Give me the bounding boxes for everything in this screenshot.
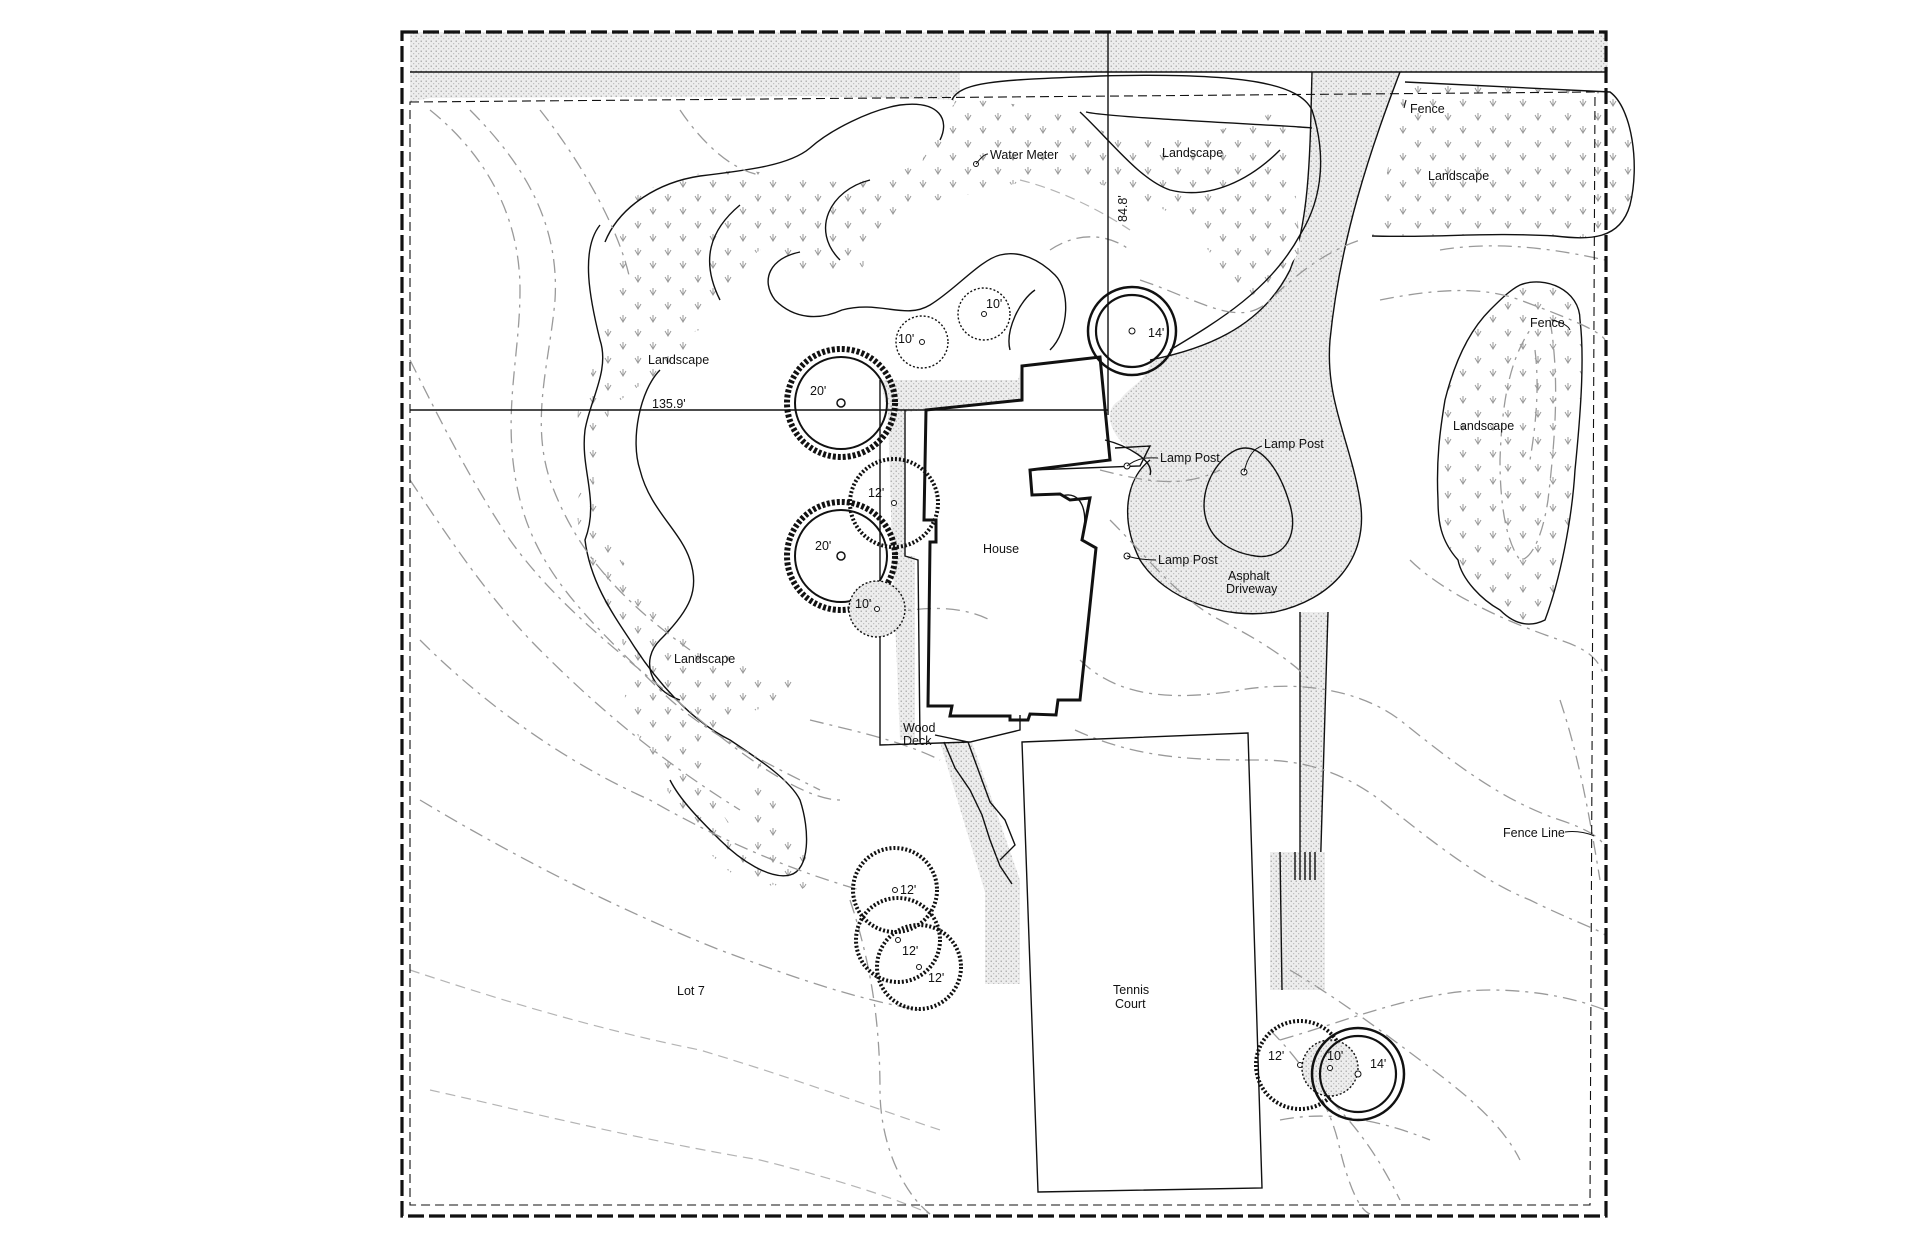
landscape-ne-bed: [1372, 82, 1635, 238]
tree-12ft-b: [851, 846, 939, 934]
tree-10ft-a: [957, 287, 1011, 341]
tree-20ft-b: [784, 499, 898, 613]
label-driveway: Driveway: [1226, 582, 1278, 596]
topographic-contours: [409, 109, 1606, 1215]
tree-label: 12': [868, 486, 884, 500]
tree-label: 12': [1268, 1049, 1284, 1063]
tree-label: 10': [898, 332, 914, 346]
callout-labels: Water Meter Fence Fence Fence Line Lamp …: [990, 102, 1565, 840]
tree-labels: 10' 10' 14' 20' 12' 20' 10' 12' 12' 12' …: [810, 297, 1386, 1071]
label-lot: Lot 7: [677, 984, 705, 998]
tree-label: 10': [1327, 1049, 1343, 1063]
label-lamp-post-3: Lamp Post: [1158, 553, 1218, 567]
label-deck: Deck: [903, 734, 932, 748]
label-court: Court: [1115, 997, 1146, 1011]
markers: [973, 99, 1595, 837]
label-lamp-post-1: Lamp Post: [1160, 451, 1220, 465]
tree-label: 20': [815, 539, 831, 553]
tree-label: 14': [1370, 1057, 1386, 1071]
landscape-east-bed: [1437, 281, 1583, 625]
label-house: House: [983, 542, 1019, 556]
tree-12ft-c: [854, 896, 942, 984]
label-landscape-sw: Landscape: [674, 652, 735, 666]
tree-label: 14': [1148, 326, 1164, 340]
label-fence-top: Fence: [1410, 102, 1445, 116]
label-landscape-nw: Landscape: [648, 353, 709, 367]
label-landscape-ne: Landscape: [1428, 169, 1489, 183]
tennis-court: [1021, 732, 1263, 1193]
label-asphalt: Asphalt: [1228, 569, 1270, 583]
asphalt-driveway: [1110, 71, 1401, 890]
setback-line: [409, 91, 1596, 1206]
tree-label: 12': [900, 883, 916, 897]
label-water-meter: Water Meter: [990, 148, 1058, 162]
label-fence-line: Fence Line: [1503, 826, 1565, 840]
landscape-west-bed: [583, 178, 810, 880]
label-dimension-84-8: 84.8': [1116, 195, 1130, 222]
bed-outlines: [583, 74, 1635, 877]
trees: [784, 285, 1406, 1122]
label-dimension-135-9: 135.9': [652, 397, 686, 411]
landscape-north-bed: [921, 100, 1300, 300]
tree-14ft-bottom: [1310, 1026, 1406, 1122]
label-lamp-post-2: Lamp Post: [1264, 437, 1324, 451]
label-landscape-east: Landscape: [1453, 419, 1514, 433]
tree-14ft-top: [1086, 285, 1178, 377]
tree-20ft-a: [784, 346, 898, 460]
lamp-post-island: [1203, 447, 1294, 558]
label-landscape-north: Landscape: [1162, 146, 1223, 160]
tree-label: 12': [902, 944, 918, 958]
tree-label: 20': [810, 384, 826, 398]
tree-12ft-a: [848, 457, 940, 549]
tree-10ft-c: [848, 580, 906, 638]
label-tennis: Tennis: [1113, 983, 1149, 997]
property-boundary: [400, 30, 1608, 1218]
street-strip: [410, 32, 1608, 102]
house-footprint: [922, 355, 1152, 722]
label-fence-east: Fence: [1530, 316, 1565, 330]
dimension-labels: 84.8' 135.9': [652, 195, 1130, 411]
label-wood: Wood: [903, 721, 935, 735]
tree-label: 10': [855, 597, 871, 611]
tree-12ft-d: [875, 923, 963, 1011]
tree-label: 12': [928, 971, 944, 985]
tree-label: 10': [986, 297, 1002, 311]
area-labels: Landscape Landscape Landscape Landscape …: [648, 146, 1514, 1011]
tree-10ft-b: [895, 315, 949, 369]
